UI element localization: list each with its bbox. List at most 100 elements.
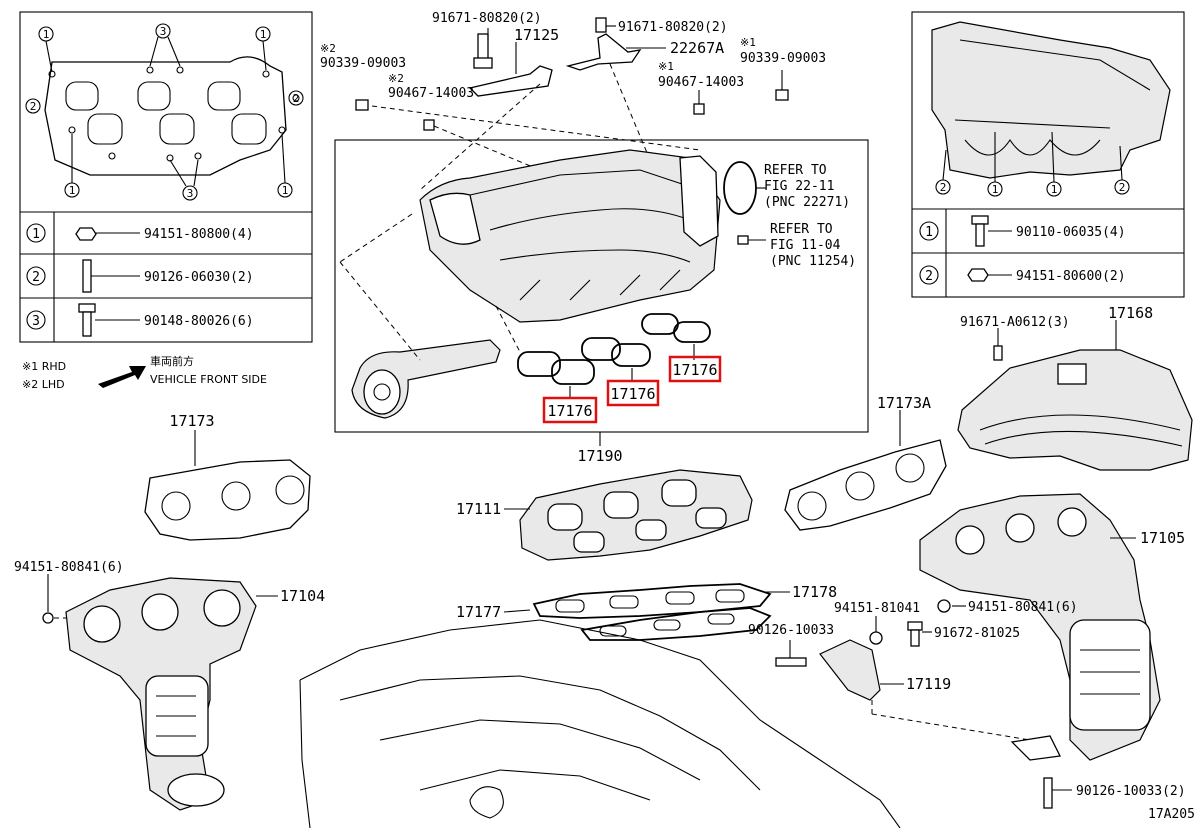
svg-text:2: 2: [293, 92, 300, 105]
nut-icon: [967, 268, 989, 282]
bolt-icon: [971, 215, 989, 225]
part-label-17104: 17104: [280, 587, 325, 605]
right-legend-panel: 2 1 1 2 1 90110-06035(4) 2 94151-80600(2…: [911, 11, 1185, 298]
svg-text:1: 1: [1051, 183, 1058, 196]
part-label-17176-a: 17176: [547, 402, 592, 420]
legend-marker: 3: [32, 314, 40, 329]
part-label-91671-80820-b: 91671-80820(2): [618, 20, 728, 35]
intake-assembly-box: 17176 17176 17176: [334, 139, 869, 446]
stud-icon: [775, 657, 807, 667]
note-front-jp: 車両前方: [150, 354, 194, 368]
bolt-icon: [993, 345, 1003, 361]
part-label-17173: 17173: [169, 412, 214, 430]
throttle-flange: [679, 155, 719, 247]
notes: ※1 RHD ※2 LHD 車両前方 VEHICLE FRONT SIDE: [22, 354, 267, 391]
bolt-icon: [477, 33, 489, 61]
part-label-91672-81025: 91672-81025: [934, 626, 1020, 641]
plug-icon: [693, 103, 705, 115]
top-bracket-parts: [355, 17, 789, 191]
part-label-90126-10033-2: 90126-10033(2): [1076, 784, 1186, 799]
part-label-90467-14003-a: 90467-14003: [388, 86, 474, 101]
legend-marker: 2: [925, 269, 933, 284]
stay-17119: [775, 616, 1031, 741]
part-label-22267A: 22267A: [670, 39, 724, 57]
svg-text:1: 1: [260, 28, 267, 41]
bracket-17125: [468, 65, 553, 97]
note-lhd: ※2 LHD: [22, 378, 65, 391]
marker-rhd-a: ※1: [658, 60, 674, 73]
part-label-94151-80841-right: 94151-80841(6): [968, 600, 1078, 615]
sensor-icon: [737, 235, 749, 245]
highlight-17176-c: [668, 355, 722, 383]
svg-text:3: 3: [160, 25, 167, 38]
svg-text:2: 2: [940, 181, 947, 194]
stud-icon: [1043, 777, 1053, 809]
part-label-17119: 17119: [906, 675, 951, 693]
part-label-90339-09003-b: 90339-09003: [740, 51, 826, 66]
diagram-id: 17A205: [1148, 807, 1195, 822]
note-front-en: VEHICLE FRONT SIDE: [150, 373, 267, 386]
refer-notes: REFER TO FIG 22-11 (PNC 22271) REFER TO …: [764, 163, 856, 269]
plug-icon: [775, 89, 789, 101]
legend-row-1: 1 94151-80800(4): [26, 223, 254, 243]
refer-text: FIG 11-04: [770, 238, 841, 253]
highlight-17176-a: [542, 396, 598, 424]
marker-lhd-b: ※2: [388, 72, 404, 85]
gasket-17177: [503, 583, 772, 619]
gasket-17173: [144, 430, 311, 541]
note-rhd: ※1 RHD: [22, 360, 66, 373]
nut-icon: [869, 631, 883, 645]
svg-text:1: 1: [69, 184, 76, 197]
refer-text: REFER TO: [764, 163, 827, 178]
legend-right-row-1: 1 90110-06035(4): [919, 215, 1126, 247]
legend-marker: 1: [925, 225, 933, 240]
throttle-gasket: [723, 161, 757, 215]
svg-text:1: 1: [43, 28, 50, 41]
engine-outline: [299, 619, 901, 829]
callout-markers-right: 2 1 1 2: [935, 131, 1130, 197]
legend-part-number: 90126-06030(2): [144, 270, 254, 285]
manifold-top-view: [44, 56, 300, 176]
svg-text:2: 2: [1119, 181, 1126, 194]
part-label-90126-10033: 90126-10033: [748, 623, 834, 638]
front-arrow-icon: [98, 366, 146, 388]
nut-icon: [75, 227, 97, 241]
exhaust-manifold-17105: [919, 493, 1161, 809]
part-label-94151-80841-left: 94151-80841(6): [14, 560, 124, 575]
part-label-17177: 17177: [456, 603, 501, 621]
svg-text:3: 3: [187, 187, 194, 200]
bolt-icon: [78, 303, 96, 313]
refer-text: REFER TO: [770, 222, 833, 237]
plug-icon: [423, 119, 435, 131]
legend-row-2: 2 90126-06030(2): [26, 259, 254, 293]
marker-lhd-a: ※2: [320, 42, 336, 55]
nut-icon: [42, 612, 54, 624]
legend-part-number: 90110-06035(4): [1016, 225, 1126, 240]
legend-right-row-2: 2 94151-80600(2): [919, 265, 1126, 285]
left-legend-panel: 1 3 1 2 2 1 3 1 1 94151-80800(4) 2: [19, 11, 313, 343]
part-label-17105: 17105: [1140, 529, 1185, 547]
part-label-90339-09003-a: 90339-09003: [320, 56, 406, 71]
intake-manifold-17111: [504, 469, 753, 561]
bracket-22267A: [565, 33, 642, 71]
gasket-17173A: [784, 410, 947, 531]
part-label-91671-A0612: 91671-A0612(3): [960, 315, 1070, 330]
part-label-17176-b: 17176: [610, 385, 655, 403]
part-label-17176-c: 17176: [672, 361, 717, 379]
bolt-icon: [595, 17, 607, 33]
nut-icon: [937, 599, 951, 613]
gasket-17178: [580, 591, 790, 641]
part-label-17125: 17125: [514, 26, 559, 44]
intake-plenum: [419, 149, 721, 323]
svg-text:1: 1: [992, 183, 999, 196]
part-label-90467-14003-b: 90467-14003: [658, 75, 744, 90]
part-label-17190: 17190: [577, 447, 622, 465]
refer-text: FIG 22-11: [764, 179, 834, 194]
gasket-17176-set: [517, 313, 711, 385]
manifold-side-view: [931, 21, 1171, 179]
legend-part-number: 94151-80800(4): [144, 227, 254, 242]
highlight-17176-b: [606, 379, 660, 407]
exhaust-manifold-17104: [42, 574, 278, 811]
legend-row-3: 3 90148-80026(6): [26, 303, 254, 337]
